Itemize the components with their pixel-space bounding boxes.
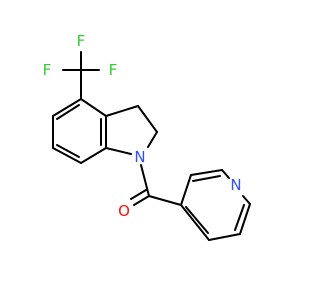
bond-py-2: [190, 169, 223, 176]
bond-c3a-c3: [105, 105, 139, 117]
bond-py-3: [221, 169, 230, 179]
bond-carbonyl-pyridine: [148, 195, 182, 206]
bond-ring-4: [52, 147, 82, 164]
bond-py-2-inner: [192, 175, 221, 182]
bond-ring-6-inner: [56, 104, 80, 120]
atom-f3-label: F: [109, 61, 118, 79]
structure-canvas: F F F N N O: [0, 0, 300, 300]
bond-py-6: [208, 233, 241, 241]
pyridine-ring: [180, 169, 251, 241]
bond-ring-6: [52, 98, 82, 117]
bond-c-o-b: [130, 189, 147, 200]
benzene-ring: [52, 98, 107, 164]
bond-py-7: [180, 204, 210, 241]
atom-f1-label: F: [77, 32, 86, 50]
bond-ring-3: [80, 147, 107, 164]
atom-n-pyridine-label: N: [230, 176, 241, 194]
molecule-drawing: F F F N N O: [0, 0, 300, 300]
bond-n-carbonyl: [140, 164, 150, 197]
bond-c-o-a: [133, 195, 150, 206]
bond-py-1: [180, 174, 192, 206]
bond-py-5: [239, 203, 251, 235]
trifluoromethyl-group: [62, 51, 100, 100]
bond-py-4: [242, 195, 251, 205]
amide-linker: [130, 164, 182, 206]
atom-o-label: O: [118, 202, 130, 220]
background: [0, 0, 300, 300]
bond-n-c7a: [105, 147, 132, 155]
pyrrolidine-ring: [105, 105, 158, 155]
atom-f2-label: F: [43, 61, 52, 79]
bond-py-7-inner: [185, 206, 209, 234]
bond-c2-n: [147, 131, 158, 148]
atom-n-indoline-label: N: [134, 148, 145, 166]
bond-ring-4-inner: [56, 144, 80, 158]
bond-py-5-inner: [234, 204, 245, 231]
bond-c3-c2: [137, 105, 158, 133]
bond-ring-1: [80, 98, 107, 117]
